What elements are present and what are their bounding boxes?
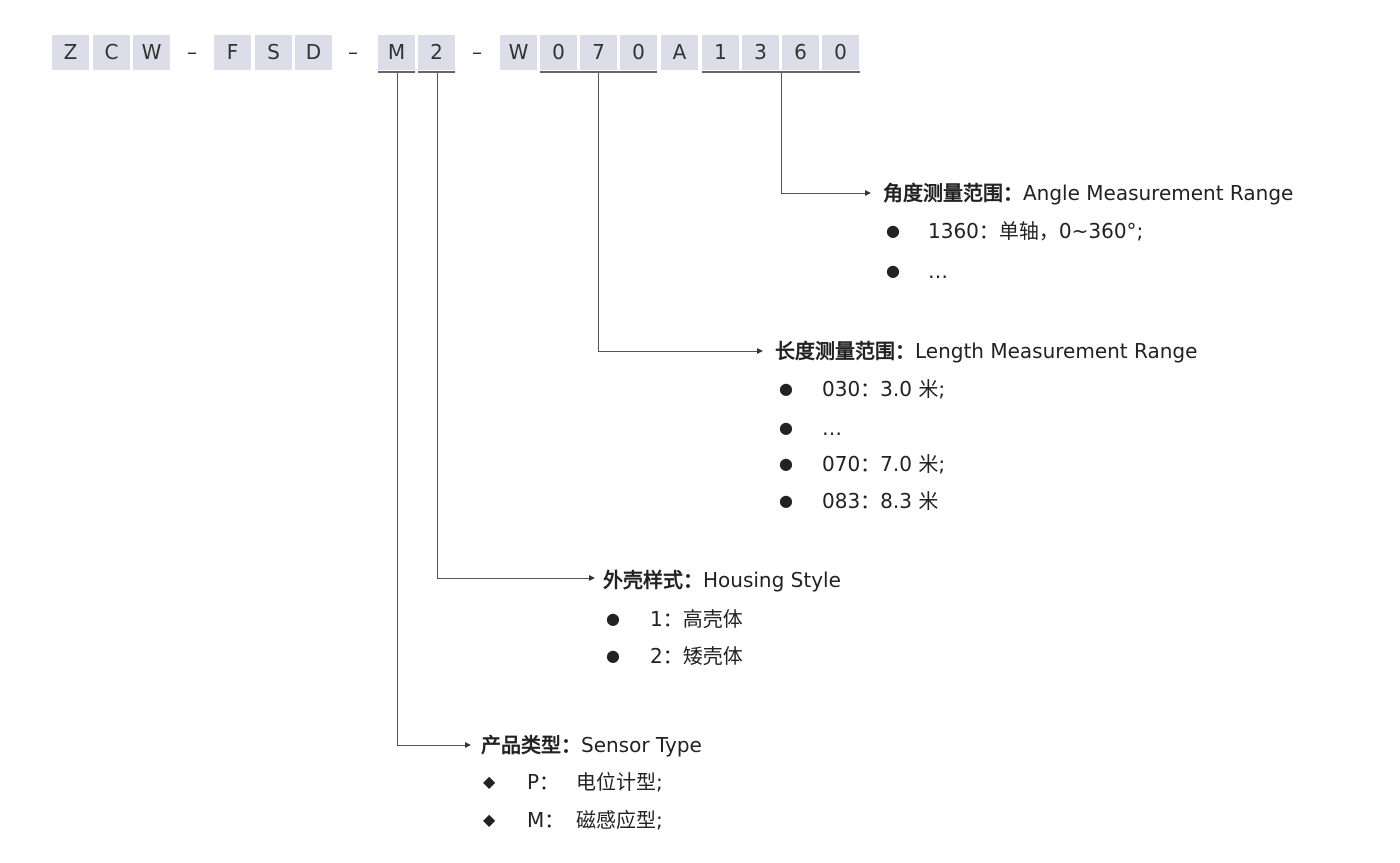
code-char: 0: [540, 35, 577, 70]
connector: [397, 73, 398, 745]
sensor-key: P：: [527, 770, 560, 794]
code-char: 0: [620, 35, 657, 70]
code-char: W: [500, 35, 537, 70]
code-char: A: [661, 35, 698, 70]
housing-item: 1：高壳体: [650, 607, 743, 631]
code-char: 1: [702, 35, 739, 70]
code-separator: –: [187, 40, 197, 64]
bullet-icon: ●: [779, 379, 793, 398]
code-char: W: [133, 35, 170, 70]
sensor-heading: 产品类型：Sensor Type: [481, 733, 702, 757]
code-char: 6: [782, 35, 819, 70]
connector: [781, 193, 865, 194]
underline-1360: [702, 71, 860, 73]
code-char: D: [295, 35, 332, 70]
bullet-icon: ●: [886, 221, 900, 240]
housing-heading: 外壳样式：Housing Style: [603, 568, 841, 592]
length-heading: 长度测量范围：Length Measurement Range: [775, 339, 1198, 363]
housing-item: 2：矮壳体: [650, 644, 743, 668]
angle-item: 1360：单轴，0~360°;: [928, 219, 1144, 243]
angle-heading: 角度测量范围：Angle Measurement Range: [883, 181, 1294, 205]
code-char: F: [214, 35, 251, 70]
underline-2: [418, 71, 455, 73]
diamond-bullet-icon: ◆: [483, 810, 496, 829]
code-char: 7: [580, 35, 617, 70]
bullet-icon: ●: [606, 646, 620, 665]
connector: [437, 578, 589, 579]
code-char: Z: [52, 35, 89, 70]
connector: [598, 351, 757, 352]
code-separator: –: [472, 40, 482, 64]
code-char: 3: [742, 35, 779, 70]
bullet-icon: ●: [886, 261, 900, 280]
length-item: …: [822, 416, 842, 440]
connector: [397, 745, 465, 746]
bullet-icon: ●: [606, 609, 620, 628]
length-item: 030：3.0 米;: [822, 377, 946, 401]
sensor-key: M：: [527, 808, 565, 832]
sensor-value: 电位计型;: [576, 770, 663, 794]
arrow-icon: [757, 348, 763, 354]
code-char: C: [93, 35, 130, 70]
code-separator: –: [348, 40, 358, 64]
code-char: 2: [418, 35, 455, 70]
diamond-bullet-icon: ◆: [483, 772, 496, 791]
sensor-value: 磁感应型;: [576, 808, 663, 832]
arrow-icon: [865, 190, 871, 196]
length-item: 070：7.0 米;: [822, 452, 946, 476]
connector: [598, 73, 599, 351]
code-char: S: [255, 35, 292, 70]
bullet-icon: ●: [779, 491, 793, 510]
bullet-icon: ●: [779, 418, 793, 437]
code-char: 0: [822, 35, 859, 70]
angle-item: …: [928, 259, 948, 283]
underline-070: [540, 71, 657, 73]
bullet-icon: ●: [779, 454, 793, 473]
underline-m: [378, 71, 415, 73]
length-item: 083：8.3 米: [822, 489, 939, 513]
connector: [437, 73, 438, 578]
arrow-icon: [465, 742, 471, 748]
code-char: M: [378, 35, 415, 70]
arrow-icon: [589, 575, 595, 581]
connector: [781, 73, 782, 193]
